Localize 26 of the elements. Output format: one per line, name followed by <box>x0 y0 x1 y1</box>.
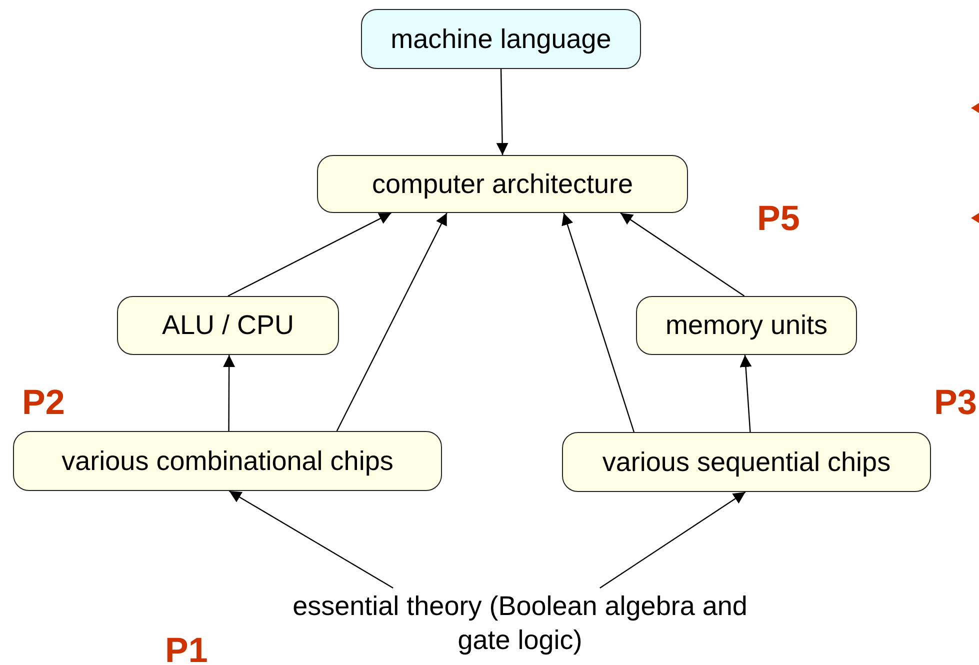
concept-box <box>117 296 339 355</box>
part-label: P5 <box>757 201 800 236</box>
concept-box <box>13 431 442 491</box>
node-text: essential theory (Boolean algebra and gate logic) <box>292 590 748 657</box>
node-label: computer architecture <box>372 168 634 200</box>
arrow <box>228 212 392 297</box>
arrow <box>562 212 635 432</box>
node-label: ALU / CPU <box>162 310 294 341</box>
arrow <box>336 212 448 432</box>
arrow <box>223 355 236 431</box>
node-label: various combinational chips <box>62 446 394 476</box>
concept-box <box>636 296 857 355</box>
node-label: memory units <box>665 310 828 341</box>
arrow <box>496 68 508 156</box>
part-label: P3 <box>934 385 977 420</box>
part-label: P1 <box>165 633 208 665</box>
concept-box <box>361 9 641 69</box>
concept-box <box>317 155 688 213</box>
concept-box <box>562 432 931 492</box>
node-label: machine language <box>390 24 612 54</box>
arrow <box>600 492 746 588</box>
arrow <box>620 212 745 296</box>
node-label: various sequential chips <box>602 446 891 478</box>
arrow <box>740 354 752 432</box>
part-label: P2 <box>22 385 65 420</box>
arrow <box>228 490 394 589</box>
